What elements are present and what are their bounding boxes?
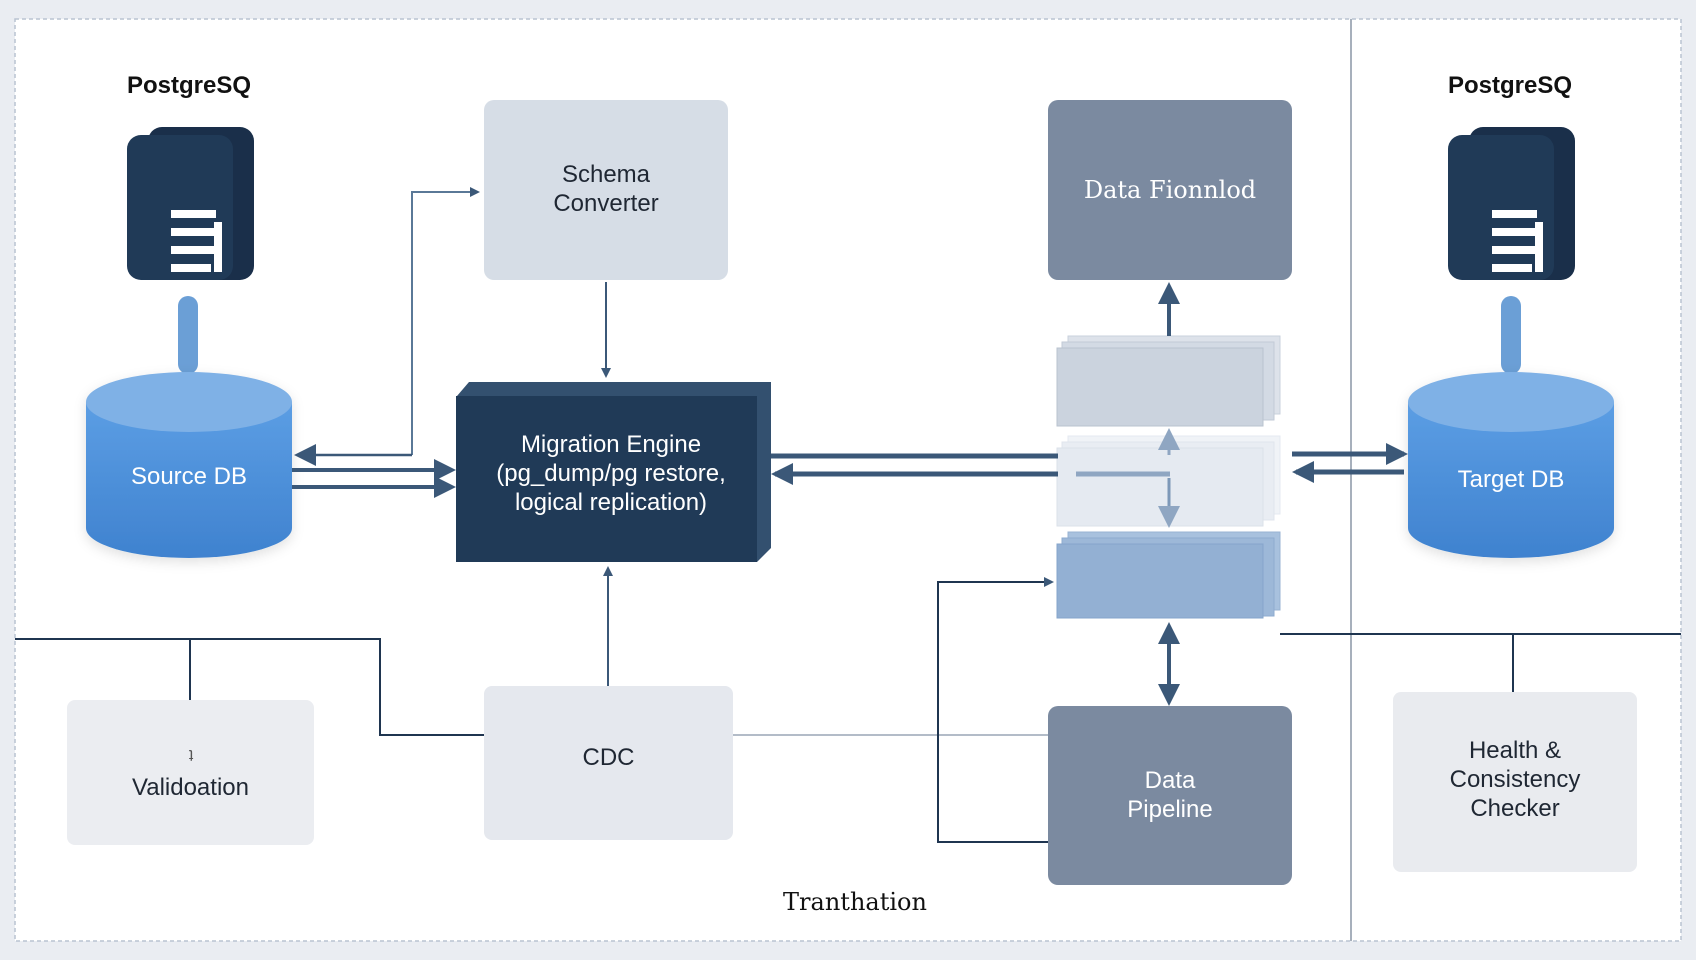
migration-engine-line-2: (pg_dump/pg restore,: [496, 460, 726, 487]
health-checker-box: [1393, 692, 1637, 872]
data-pipeline-line-1: Data: [1144, 767, 1196, 794]
validation-box: [67, 700, 314, 845]
data-pipeline-label: Data Pipeline: [1048, 766, 1292, 824]
cdc-box: [484, 686, 733, 840]
target-server-icon: [1448, 127, 1575, 280]
data-pipeline-box: [1048, 706, 1292, 885]
migration-engine-line-1: Migration Engine: [520, 431, 702, 458]
footer-label: Tranthation: [783, 888, 927, 916]
target-db-cylinder: [1408, 372, 1614, 558]
data-pipeline-line-2: Pipeline: [1127, 796, 1213, 823]
arrow-pipeline-loop-to-stack: [937, 577, 1054, 843]
source-server-icon: [127, 127, 254, 280]
health-checker-line-1: Health &: [1468, 737, 1562, 764]
source-db-cylinder: [86, 372, 292, 558]
stacked-layer-bottom: [1056, 531, 1281, 619]
stacked-layer-top: [1056, 335, 1281, 427]
health-checker-line-3: Checker: [1470, 795, 1560, 822]
cdc-label: CDC: [582, 744, 635, 771]
migration-engine-line-3: logical replication): [514, 489, 708, 516]
source-db-label: Source DB: [130, 463, 248, 490]
schema-converter-line-2: Converter: [553, 190, 659, 217]
schema-converter-line-1: Schema: [561, 161, 651, 188]
validation-bus-line: [15, 638, 484, 736]
validation-label: Validoation: [132, 774, 249, 801]
target-connector-pipe: [1501, 296, 1521, 374]
arrow-source-to-schema: [411, 187, 480, 455]
schema-converter-box: [484, 100, 728, 280]
data-formatter-label: Data Fionnlod: [1083, 176, 1257, 204]
schema-converter-label: Schema Converter: [484, 160, 728, 218]
health-checker-label: Health & Consistency Checker: [1393, 736, 1637, 823]
health-checker-line-2: Consistency: [1449, 766, 1581, 793]
validation-mark: ʇ: [188, 748, 194, 765]
left-section-title: PostgreSQ: [126, 72, 252, 99]
source-connector-pipe: [178, 296, 198, 374]
migration-engine-label: Migration Engine (pg_dump/pg restore, lo…: [456, 430, 766, 517]
target-db-label: Target DB: [1457, 466, 1565, 493]
right-section-title: PostgreSQ: [1447, 72, 1573, 99]
migration-engine-box: [456, 382, 771, 562]
data-formatter-box: [1048, 100, 1292, 280]
